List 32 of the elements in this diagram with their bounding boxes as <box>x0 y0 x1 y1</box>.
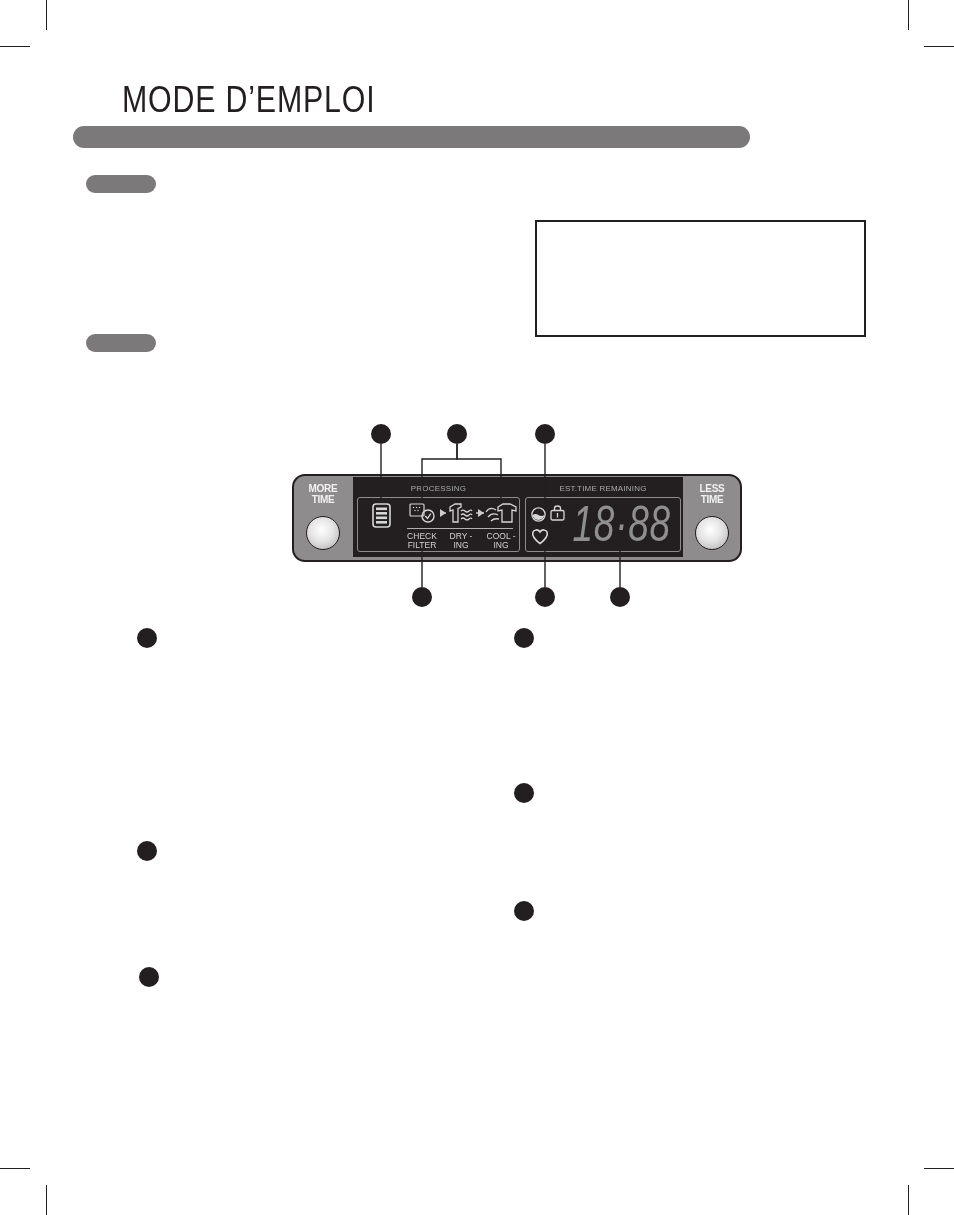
indicator-label: COOL -ING <box>486 531 516 550</box>
chevron-arrow <box>439 509 447 517</box>
section-tab <box>86 334 156 352</box>
header-rule <box>73 126 750 148</box>
callout-dot <box>139 967 159 987</box>
callout-dot <box>514 783 534 803</box>
stacked-bars-icon <box>372 503 391 528</box>
panel-heading: EST.TIME REMAINING <box>559 484 647 493</box>
button-label: LESS TIME <box>699 483 725 505</box>
panel-heading: PROCESSING <box>410 484 467 493</box>
callout-dot <box>371 424 391 444</box>
callout-dot <box>137 841 157 861</box>
page-title: MODE D’EMPLOI <box>122 78 376 122</box>
callout-dot <box>610 587 630 607</box>
section-tab <box>86 175 156 193</box>
notice-frame <box>535 220 866 337</box>
callout-dot <box>514 628 534 648</box>
callout-dot <box>535 587 555 607</box>
wave-circle-icon <box>531 507 546 522</box>
time-readout: 18·88 <box>572 504 671 544</box>
indicator-label: DRY -ING <box>449 531 473 550</box>
chevron-arrow <box>475 509 485 517</box>
leader-line <box>421 548 423 588</box>
callout-dot <box>412 587 432 607</box>
indicator-label: CHECK FILTER <box>407 531 437 550</box>
control-panel <box>292 474 742 562</box>
callout-dot <box>447 424 467 444</box>
callout-dot <box>535 424 555 444</box>
callout-dot <box>137 628 157 648</box>
button-label: MORE TIME <box>308 483 338 505</box>
heart-icon <box>531 528 549 545</box>
callout-dot <box>514 901 534 921</box>
